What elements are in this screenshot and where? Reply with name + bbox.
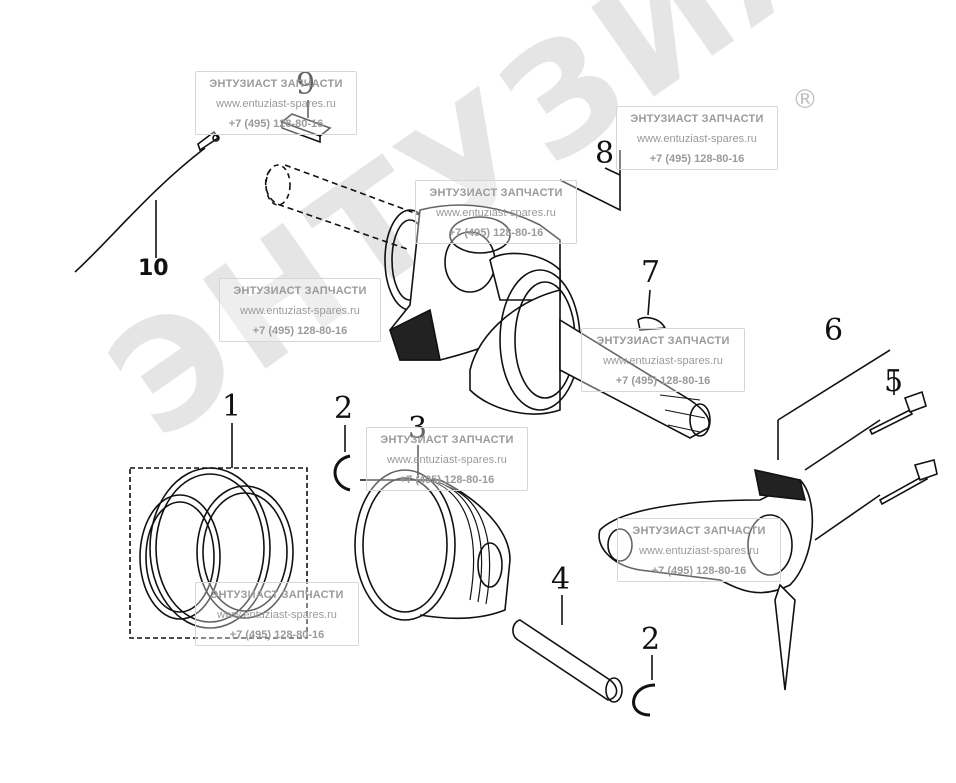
piston [354, 469, 456, 621]
piston-ring-2 [196, 485, 294, 619]
key-part [280, 113, 332, 137]
callout-10: 10 [138, 256, 169, 281]
callout-4: 4 [551, 562, 571, 597]
circlip-lower [632, 683, 656, 717]
callout-6: 6 [824, 313, 844, 348]
callout-2-upper: 2 [334, 391, 354, 426]
callout-1: 1 [222, 389, 242, 424]
callout-3: 3 [408, 411, 428, 446]
bolt-upper [868, 408, 914, 436]
callout-2-lower: 2 [641, 622, 661, 657]
piston-ring-1 [139, 494, 221, 620]
bolt-lower [878, 473, 929, 506]
callout-5: 5 [884, 364, 904, 399]
wire-part [74, 147, 206, 273]
callout-7: 7 [641, 255, 661, 290]
connecting-rod [598, 479, 814, 594]
piston-pin [512, 619, 618, 701]
registered-mark: ® [792, 85, 818, 115]
callout-8: 8 [595, 136, 615, 171]
callout-9: 9 [296, 67, 316, 102]
piston-ring-3 [149, 467, 271, 629]
circlip-upper [333, 454, 351, 492]
